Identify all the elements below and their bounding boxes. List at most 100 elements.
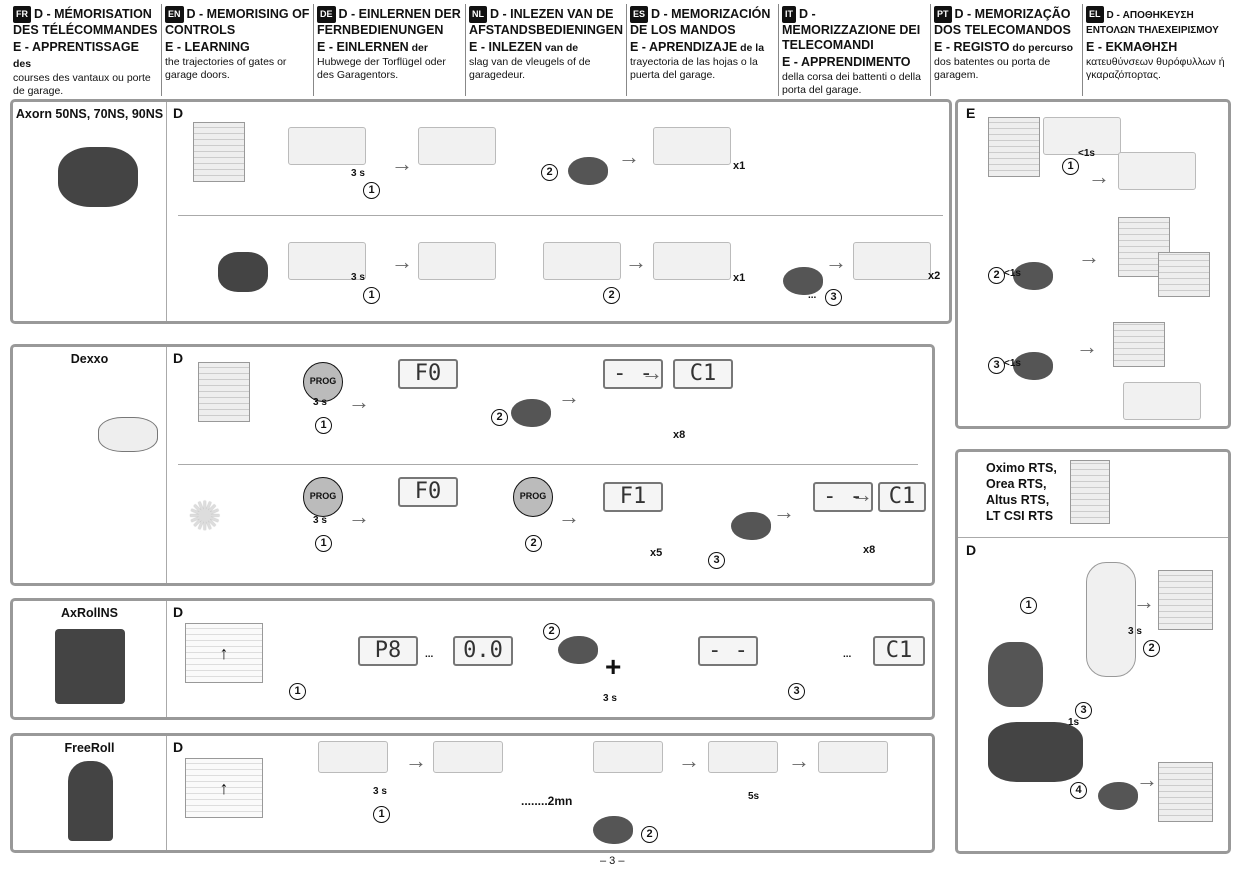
header-desc: Hubwege der Torflügel oder des Garagento… [317,56,446,81]
axroll-label: AxRollNS [13,601,167,717]
arrow-icon: → [773,499,795,524]
lang-badge: DE [317,6,336,23]
e-label: E [966,105,976,121]
header-e: E - LEARNING [165,40,250,54]
remote-back-icon [1086,562,1136,677]
plus-sign: + [605,651,622,682]
arrow-icon: → [788,748,810,773]
step-1-marker: 1 [1062,158,1079,175]
arrow-icon: → [1088,164,1110,189]
wait-time: ........2mn [521,794,573,808]
display-dash: - - [698,636,758,666]
time-label: 3 s [313,515,327,526]
dots: ... [425,649,434,660]
header-desc: courses des vantaux ou porte de garage. [13,72,151,97]
display-p8: P8 [358,636,418,666]
arrow-icon: → [391,151,413,176]
lang-badge: IT [782,6,796,23]
remote-control-icon [783,267,823,295]
arrow-icon: → [558,384,580,409]
control-panel-icon [653,242,731,280]
remote-control-icon [1013,262,1053,290]
remote-control-icon [511,399,551,427]
axorn-motor-image [58,147,138,207]
freeroll-d-label: D [173,739,184,755]
gate-icon [1113,322,1165,367]
step-1-marker: 1 [363,287,380,304]
dexxo-d-label: D [173,350,184,366]
arrow-icon: → [641,360,663,385]
time-label: 3 s [373,786,387,797]
step-3-marker: 3 [788,683,805,700]
display-f0: F0 [398,359,458,389]
arrow-icon: → [348,389,370,414]
header-desc: the trajectories of gates or garage door… [165,56,287,81]
time-label: 1s [1068,717,1080,728]
control-panel-icon [653,127,731,165]
arrow-icon: → [405,748,427,773]
step-2-marker: 2 [543,623,560,640]
step-2-marker: 2 [541,164,558,181]
learning-section: E <1s 1 → 2 <1s → 3 <1s → [955,99,1231,429]
step-1-marker: 1 [363,182,380,199]
header-e-rest: do percurso [1009,42,1074,54]
display-f0: F0 [398,477,458,507]
dexxo-label: Dexxo [13,347,167,583]
control-panel-icon [1118,152,1196,190]
step-3-marker: 3 [1075,702,1092,719]
prog-button: PROG [303,477,343,517]
remote-control-icon [1098,782,1138,810]
prog-button: PROG [513,477,553,517]
remote-control-icon [593,816,633,844]
oximo-label-line: LT CSI RTS [986,509,1054,523]
display-dash: - - [603,359,663,389]
axroll-control-box-image [55,629,125,704]
window-icon [1070,460,1110,524]
lang-badge: FR [13,6,31,23]
step-1-marker: 1 [315,535,332,552]
oximo-label-line: Altus RTS, [986,493,1050,507]
header-e-rest: der [408,42,428,54]
step-3-marker: 3 [708,552,725,569]
receiver-icon [593,741,663,773]
time-label: <1s [1078,148,1095,159]
header-e: E - EINLERNEN [317,40,409,54]
step-2-marker: 2 [525,535,542,552]
display-c1: C1 [873,636,925,666]
repeat-count: x8 [673,429,686,441]
remote-control-icon [988,642,1043,707]
header-desc: dos batentes ou porta de garagem. [934,56,1051,81]
oximo-label-line: Oximo RTS, [986,461,1057,475]
freeroll-label: FreeRoll [13,736,167,850]
display-f1: F1 [603,482,663,512]
time-label: <1s [1004,358,1021,369]
remote-control-icon [731,512,771,540]
header-d: D - MEMORIZACIÓN DE LOS MANDOS [629,7,771,37]
lang-badge: PT [934,6,952,23]
time-label: 5s [748,791,760,802]
header-desc: trayectoria de las hojas o la puerta del… [629,56,758,81]
window-icon [1158,570,1213,630]
time-label: 3 s [313,397,327,408]
step-2-marker: 2 [641,826,658,843]
display-zero: 0.0 [453,636,513,666]
time-label: 3 s [1128,626,1142,637]
lang-badge: NL [469,6,488,23]
header-desc: della corsa dei battenti o della porta d… [782,71,921,96]
display-c1: C1 [673,359,733,389]
header-desc: κατευθύνσεων θυρόφυλλων ή γκαραζόπορτας. [1086,56,1225,81]
header-d: D - MEMORISING OF CONTROLS [165,7,310,37]
arrow-icon: → [1136,767,1158,792]
roller-shutter-icon: ↑ [185,623,263,683]
arrow-icon: → [618,144,640,169]
oximo-section: Oximo RTS, Orea RTS, Altus RTS, LT CSI R… [955,449,1231,854]
lang-badge: EN [165,6,184,23]
arrow-icon: → [1076,334,1098,359]
arrow-icon: → [625,249,647,274]
